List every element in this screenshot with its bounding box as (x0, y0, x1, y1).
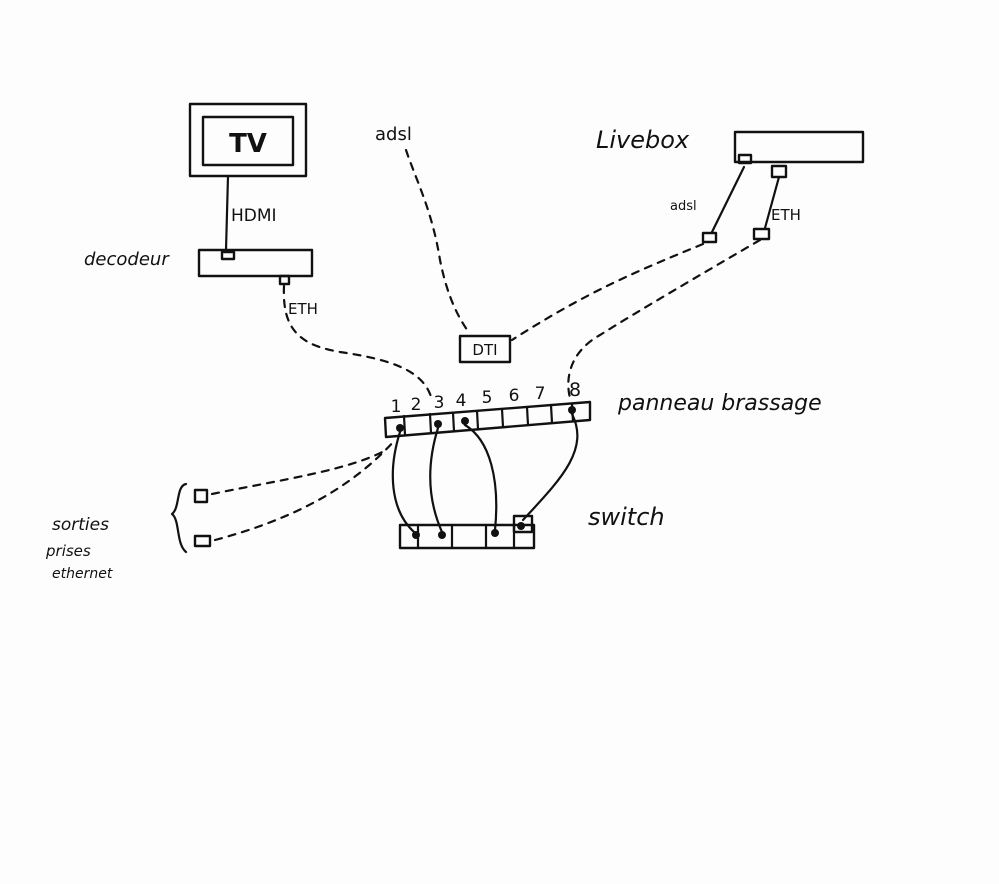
hdmi-cable (224, 174, 230, 252)
panel-port-label: 5 (482, 388, 493, 408)
patch-panel-label: panneau brassage (617, 391, 822, 416)
livebox-box (733, 130, 865, 164)
panel-port-label: 3 (434, 393, 445, 413)
livebox-node: Livebox (596, 126, 865, 179)
switch-label: switch (588, 503, 665, 531)
switch-dividers (416, 523, 516, 550)
panel-port-dot (461, 417, 469, 425)
livebox-adsl-plug (701, 231, 718, 244)
panel-port-dot (396, 424, 404, 432)
switch-uplink-port (512, 514, 534, 534)
dti-label: DTI (472, 341, 497, 359)
panel-port-dot (568, 406, 576, 414)
decoder-eth-label: ETH (288, 300, 318, 318)
patch-cable (391, 430, 416, 534)
livebox-eth-cable (763, 175, 781, 230)
tv-screen (201, 115, 295, 167)
livebox-adsl-cable (710, 165, 746, 234)
patch-panel-dividers (402, 402, 575, 437)
panel-port-label: 1 (391, 397, 402, 417)
decoder-hdmi-port (220, 250, 236, 261)
livebox-eth-plug (752, 227, 771, 241)
livebox-eth-port (770, 164, 788, 179)
livebox-label: Livebox (596, 126, 690, 154)
patch-panel-body (383, 400, 592, 439)
outlets-label-line1: sorties (52, 515, 109, 535)
livebox-adsl-to-dti-link (510, 242, 705, 342)
panel-port-label: 8 (569, 379, 581, 401)
switch-node (398, 514, 536, 550)
outlet-link (210, 448, 388, 496)
dti-box (458, 334, 512, 364)
outlets-brace (170, 482, 188, 554)
panel-port-label: 2 (411, 395, 422, 415)
switch-port-dot (517, 522, 525, 530)
outlets-label-line2: prises (45, 542, 91, 560)
livebox-eth-to-panel-link (567, 238, 762, 400)
panel-port-dot (434, 420, 442, 428)
adsl-top-label: adsl (375, 124, 412, 145)
outlets-label-line3: ethernet (52, 566, 113, 582)
decoder-label: decodeur (84, 249, 170, 270)
dti-node: DTI (458, 334, 512, 364)
decoder-eth-port (278, 274, 291, 286)
decoder-to-panel-link (282, 284, 434, 402)
livebox-eth-label: ETH (771, 206, 801, 224)
panel-port-label: 7 (535, 384, 546, 404)
hdmi-label: HDMI (231, 206, 277, 226)
outlet-link (213, 438, 397, 542)
tv-frame (188, 102, 308, 178)
livebox-adsl-port (737, 153, 753, 165)
adsl-line-link (404, 148, 472, 336)
outlet-port (193, 534, 212, 548)
decoder-box (197, 248, 314, 278)
patch-panel: 1 2 3 4 5 6 7 8 (383, 379, 592, 439)
livebox-adsl-label: adsl (670, 199, 697, 214)
switch-port-dot (491, 529, 499, 537)
switch-port-dot (438, 531, 446, 539)
patch-cable (521, 412, 579, 522)
outlet-port (193, 488, 209, 504)
ethernet-outlets: sorties prises ethernet (45, 438, 397, 582)
tv-node: TV (188, 102, 308, 178)
panel-port-label: 6 (509, 386, 520, 406)
tv-label: TV (229, 129, 267, 159)
panel-port-label: 4 (456, 391, 467, 411)
decoder-node: decodeur (84, 248, 314, 286)
patch-cable (463, 423, 498, 532)
switch-body (398, 523, 536, 550)
patch-cable (429, 426, 444, 534)
